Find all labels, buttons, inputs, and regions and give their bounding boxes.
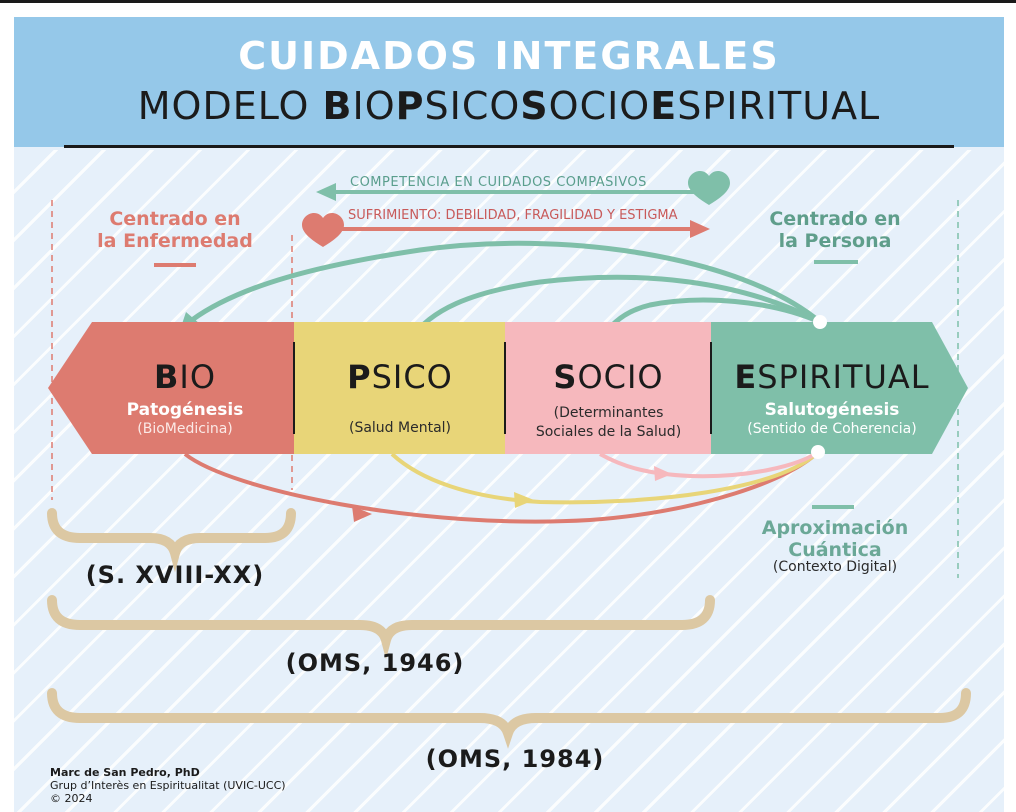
curve-psico-to-esp <box>390 450 820 505</box>
espiritual-subtitle: Salutogénesis <box>764 400 900 420</box>
centrado-persona-line2: la Persona <box>778 230 892 252</box>
sufrimiento-label: SUFRIMIENTO: DEBILIDAD, FRAGILIDAD Y EST… <box>348 208 678 223</box>
socio-rest: OCIO <box>577 358 664 396</box>
espiritual-title: ESPIRITUAL <box>712 358 952 396</box>
sufrimiento-arrow-head <box>690 220 710 238</box>
curve-esp-to-bio <box>190 240 822 324</box>
psico-initial: P <box>347 358 372 396</box>
competencia-label: COMPETENCIA EN CUIDADOS COMPASIVOS <box>350 175 647 190</box>
subtitle-part: S <box>520 84 549 128</box>
ref-siglos: (S. XVIII-XX) <box>85 561 265 589</box>
subtitle-part: SPIRITUAL <box>677 84 881 128</box>
bio-segment <box>48 322 294 454</box>
bio-initial: B <box>153 358 180 396</box>
socio-title: SOCIO <box>506 358 711 396</box>
socio-paren-line1: (Determinantes <box>553 405 664 421</box>
socio-segment <box>505 322 711 454</box>
competencia-arrow-head <box>316 183 336 201</box>
curve-socio-to-esp-head <box>654 466 672 481</box>
subtitle-part: E <box>650 84 678 128</box>
centrado-persona-line1: Centrado en <box>769 208 901 230</box>
subtitle-part: P <box>395 84 425 128</box>
brace-oms-1984 <box>47 688 971 749</box>
node-top <box>813 315 827 329</box>
psico-rest: SICO <box>371 358 453 396</box>
bio-paren: (BioMedicina) <box>137 421 233 437</box>
aproximacion-title: Aproximación Cuántica <box>730 517 940 561</box>
credit-group: Grup d’Interès en Espiritualitat (UVIC-U… <box>50 779 286 792</box>
centrado-enfermedad-line2: la Enfermedad <box>97 230 253 252</box>
psico-title: PSICO <box>295 358 505 396</box>
credit-year: © 2024 <box>50 792 93 805</box>
subtitle-part: OCIO <box>548 84 651 128</box>
subtitle-part: SICO <box>424 84 521 128</box>
aproximacion-line1: Aproximación <box>761 517 909 539</box>
node-bottom <box>811 445 825 459</box>
espiritual-segment <box>711 322 968 454</box>
credit-author: Marc de San Pedro, PhD <box>50 766 200 779</box>
title-rule <box>64 145 954 148</box>
aproximacion-bar <box>812 505 854 509</box>
heart-red-icon <box>302 213 344 247</box>
centrado-persona: Centrado en la Persona <box>750 208 920 252</box>
psico-segment <box>294 322 505 454</box>
centrado-enfermedad: Centrado en la Enfermedad <box>80 208 270 252</box>
socio-initial: S <box>553 358 578 396</box>
brace-bio <box>47 508 296 573</box>
espiritual-rest: SPIRITUAL <box>757 358 930 396</box>
aproximacion-subtitle: (Contexto Digital) <box>772 559 898 575</box>
curve-bio-to-esp <box>183 450 820 524</box>
bio-title: BIO <box>75 358 295 396</box>
curve-socio-to-esp <box>599 450 820 479</box>
heart-teal-icon <box>688 171 730 205</box>
left-focus-bar <box>154 263 196 267</box>
page-subtitle: MODELO BIOPSICOSOCIOESPIRITUAL <box>14 84 1004 128</box>
bio-rest: IO <box>179 358 216 396</box>
page-title: CUIDADOS INTEGRALES <box>238 34 780 78</box>
espiritual-initial: E <box>734 358 758 396</box>
socio-paren: (Determinantes Sociales de la Salud) <box>506 404 711 442</box>
socio-paren-line2: Sociales de la Salud) <box>535 424 682 440</box>
ref-oms-1946: (OMS, 1946) <box>285 649 465 677</box>
brace-oms-1946 <box>47 595 715 660</box>
curve-bio-to-esp-head <box>352 506 372 522</box>
aproximacion-line2: Cuántica <box>788 539 882 561</box>
top-border <box>0 0 1016 3</box>
curve-esp-to-psico <box>407 274 822 342</box>
subtitle-part: B <box>322 84 353 128</box>
psico-paren: (Salud Mental) <box>348 420 451 436</box>
centrado-enfermedad-line1: Centrado en <box>109 208 241 230</box>
curve-psico-to-esp-head <box>514 492 534 508</box>
ref-oms-1984: (OMS, 1984) <box>425 745 605 773</box>
header-band <box>14 17 1004 147</box>
espiritual-paren: (Sentido de Coherencia) <box>747 421 917 437</box>
right-focus-bar <box>814 260 858 264</box>
subtitle-part: IO <box>352 84 396 128</box>
bio-subtitle: Patogénesis <box>126 400 244 420</box>
subtitle-part: MODELO <box>137 84 323 128</box>
